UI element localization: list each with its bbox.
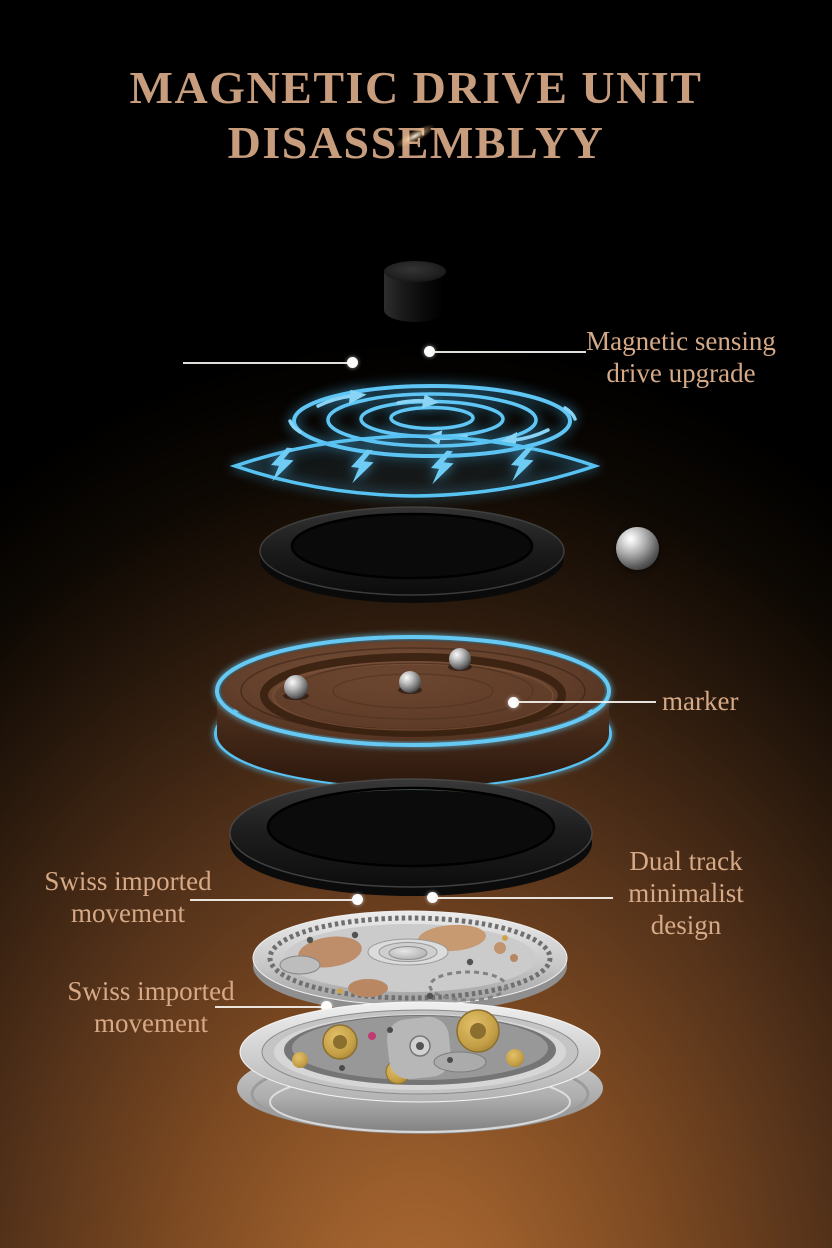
plate-screws: [306, 931, 508, 1000]
label-dual-track: Dual track minimalist design: [628, 846, 744, 940]
callout-dot-magnetic-sensing: [424, 346, 435, 357]
plate-center-hub: [367, 938, 449, 966]
wood-platter: [214, 635, 612, 789]
plate-perlage-ring: [267, 915, 553, 1001]
platter-groove: [260, 653, 566, 737]
label-marker: marker: [662, 686, 739, 716]
label-magnetic-sensing: Magnetic sensing drive upgrade: [586, 326, 776, 388]
page-title: MAGNETIC DRIVE UNIT DISASSEMBLYY: [0, 60, 832, 170]
callout-dot-swiss-lower: [321, 1001, 332, 1012]
callout-dot-marker: [508, 697, 519, 708]
callout-line-swiss-lower: [215, 1006, 325, 1008]
case-screws: [339, 1027, 453, 1071]
case-silver-bridge: [387, 1016, 487, 1080]
callout-line-marker: [516, 701, 656, 703]
platter-groove-highlight: [272, 661, 554, 731]
page-title-line1: MAGNETIC DRIVE UNIT: [129, 62, 703, 113]
movement-plate: [252, 910, 568, 1013]
callout-dot-swiss-upper: [352, 894, 363, 905]
field-lens-outline: [229, 434, 601, 498]
label-swiss-movement-upper: Swiss imported movement: [44, 866, 212, 928]
magnetic-field-graphic: [229, 384, 601, 498]
callout-line-swiss-upper: [190, 899, 354, 901]
lightning-bolt-icons: [271, 447, 534, 485]
callout-dot-dual-track: [427, 892, 438, 903]
callout-line-magnetic-sensing: [432, 351, 586, 353]
case-gold-gears: [292, 1009, 524, 1085]
magnet-cylinder-top: [384, 261, 446, 282]
steel-ball: [616, 527, 659, 570]
spacer-ring-lower: [229, 778, 593, 896]
callout-line-unlabeled: [183, 362, 353, 364]
field-arrow-icons: [288, 389, 577, 447]
spacer-ring-upper: [259, 506, 565, 603]
movement-case: [237, 1001, 603, 1134]
platter-steel-balls: [283, 648, 472, 700]
label-swiss-movement-lower: Swiss imported movement: [67, 976, 235, 1038]
callout-line-dual-track: [435, 897, 613, 899]
platter-inner-face: [276, 665, 550, 729]
plate-subdial-ring: [428, 970, 508, 1002]
platter-glow-rim-top: [215, 635, 611, 747]
callout-dot-unlabeled: [347, 357, 358, 368]
case-jewel: [368, 1032, 376, 1040]
page-title-line2: DISASSEMBLYY: [227, 117, 605, 169]
platter-side-wall: [217, 691, 609, 787]
